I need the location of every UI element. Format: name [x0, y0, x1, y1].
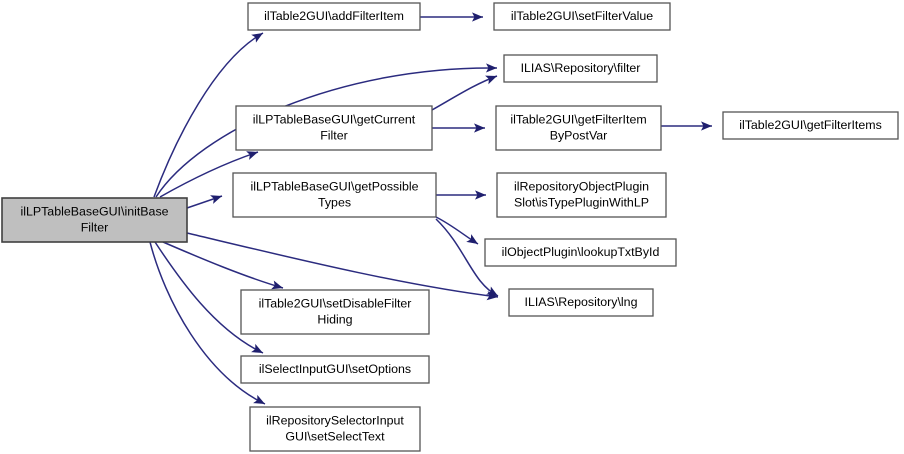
node-box[interactable]: [493, 2, 671, 31]
node-label-line: ilRepositoryObjectPlugin: [514, 179, 649, 193]
node-lookupTxtById[interactable]: ilObjectPlugin\lookupTxtById: [484, 238, 677, 267]
node-addFilterItem[interactable]: ilTable2GUI\addFilterItem: [247, 2, 421, 31]
edge-line: [431, 75, 498, 111]
edge-initBaseFilter-to-getPossibleTypes: [186, 195, 223, 209]
node-isTypePluginWithLP[interactable]: ilRepositoryObjectPluginSlot\isTypePlugi…: [496, 172, 667, 218]
node-label-line: Types: [318, 195, 351, 209]
node-label-line: ilTable2GUI\getFilterItem: [510, 112, 646, 126]
edge-getFilterItemByPostVar-to-getFilterItems: [661, 121, 712, 131]
arrowhead-icon: [486, 286, 498, 296]
node-label-line: ByPostVar: [550, 128, 608, 142]
node-box[interactable]: [1, 197, 188, 243]
arrowhead-icon: [246, 151, 258, 160]
node-label-line: ilLPTableBaseGUI\initBase: [20, 204, 168, 218]
edge-getCurrentFilter-to-repositoryFilter: [431, 75, 498, 111]
arrowhead-icon: [485, 63, 497, 73]
node-label-line: Filter: [320, 128, 348, 142]
node-box[interactable]: [240, 289, 430, 335]
node-label-line: ilTable2GUI\setFilterValue: [511, 9, 653, 23]
arrowhead-icon: [466, 234, 478, 244]
edge-line: [162, 241, 284, 289]
node-label-line: ILIAS\Repository\filter: [521, 61, 641, 75]
edge-line: [154, 241, 264, 354]
node-label-line: ilObjectPlugin\lookupTxtById: [502, 245, 660, 259]
node-setOptions[interactable]: ilSelectInputGUI\setOptions: [240, 355, 430, 384]
edge-initBaseFilter-to-setOptions: [154, 241, 264, 354]
arrowhead-icon: [251, 343, 263, 353]
node-setSelectText[interactable]: ilRepositorySelectorInputGUI\setSelectTe…: [249, 406, 421, 452]
arrowhead-icon: [485, 75, 497, 85]
edge-line: [149, 241, 266, 405]
node-label-line: GUI\setSelectText: [285, 429, 385, 443]
edge-getPossibleTypes-to-lookupTxtById: [435, 216, 479, 245]
node-setFilterValue[interactable]: ilTable2GUI\setFilterValue: [493, 2, 671, 31]
node-label-line: ilLPTableBaseGUI\getCurrent: [253, 112, 416, 126]
arrowhead-icon: [472, 12, 483, 22]
node-box[interactable]: [249, 406, 421, 452]
node-repositoryLng[interactable]: ILIAS\Repository\lng: [508, 288, 654, 317]
arrowhead-icon: [271, 280, 283, 290]
node-box[interactable]: [235, 105, 433, 151]
edges-layer: [149, 12, 712, 405]
arrowhead-icon: [251, 33, 263, 43]
arrowhead-icon: [253, 394, 265, 404]
node-label-line: ilTable2GUI\getFilterItems: [739, 118, 882, 132]
edge-line: [186, 232, 499, 298]
edge-line: [159, 151, 259, 198]
edge-initBaseFilter-to-addFilterItem: [153, 32, 264, 198]
node-label-line: Hiding: [317, 312, 352, 326]
node-label-line: ilTable2GUI\addFilterItem: [264, 9, 404, 23]
node-box[interactable]: [484, 238, 677, 267]
arrowhead-icon: [474, 123, 485, 133]
node-label-line: ilSelectInputGUI\setOptions: [259, 362, 411, 376]
node-box[interactable]: [503, 54, 658, 83]
node-box[interactable]: [508, 288, 654, 317]
edge-initBaseFilter-to-setSelectText: [149, 241, 266, 405]
node-getFilterItems[interactable]: ilTable2GUI\getFilterItems: [722, 111, 899, 140]
edge-initBaseFilter-to-getCurrentFilter: [159, 151, 259, 198]
node-box[interactable]: [722, 111, 899, 140]
node-repositoryFilter[interactable]: ILIAS\Repository\filter: [503, 54, 658, 83]
edge-getPossibleTypes-to-repositoryLng: [435, 218, 499, 297]
arrowhead-icon: [701, 121, 712, 131]
node-label-line: ilRepositorySelectorInput: [266, 413, 404, 427]
node-box[interactable]: [232, 172, 437, 218]
arrowhead-icon: [210, 195, 222, 204]
node-box[interactable]: [496, 172, 667, 218]
node-label-line: ILIAS\Repository\lng: [525, 295, 638, 309]
node-label-line: ilTable2GUI\setDisableFilter: [259, 296, 412, 310]
node-label-line: Filter: [81, 220, 109, 234]
edge-addFilterItem-to-setFilterValue: [420, 12, 483, 22]
node-box[interactable]: [240, 355, 430, 384]
edge-getCurrentFilter-to-getFilterItemByPostVar: [432, 123, 485, 133]
node-box[interactable]: [495, 105, 662, 151]
node-box[interactable]: [247, 2, 421, 31]
edge-initBaseFilter-to-setDisableFilterHiding: [162, 241, 284, 290]
edge-line: [153, 32, 264, 198]
edge-line: [435, 218, 499, 297]
arrowhead-icon: [475, 190, 486, 200]
edge-getPossibleTypes-to-isTypePluginWithLP: [436, 190, 486, 200]
node-label-line: ilLPTableBaseGUI\getPossible: [250, 179, 418, 193]
node-label-line: Slot\isTypePluginWithLP: [514, 195, 649, 209]
